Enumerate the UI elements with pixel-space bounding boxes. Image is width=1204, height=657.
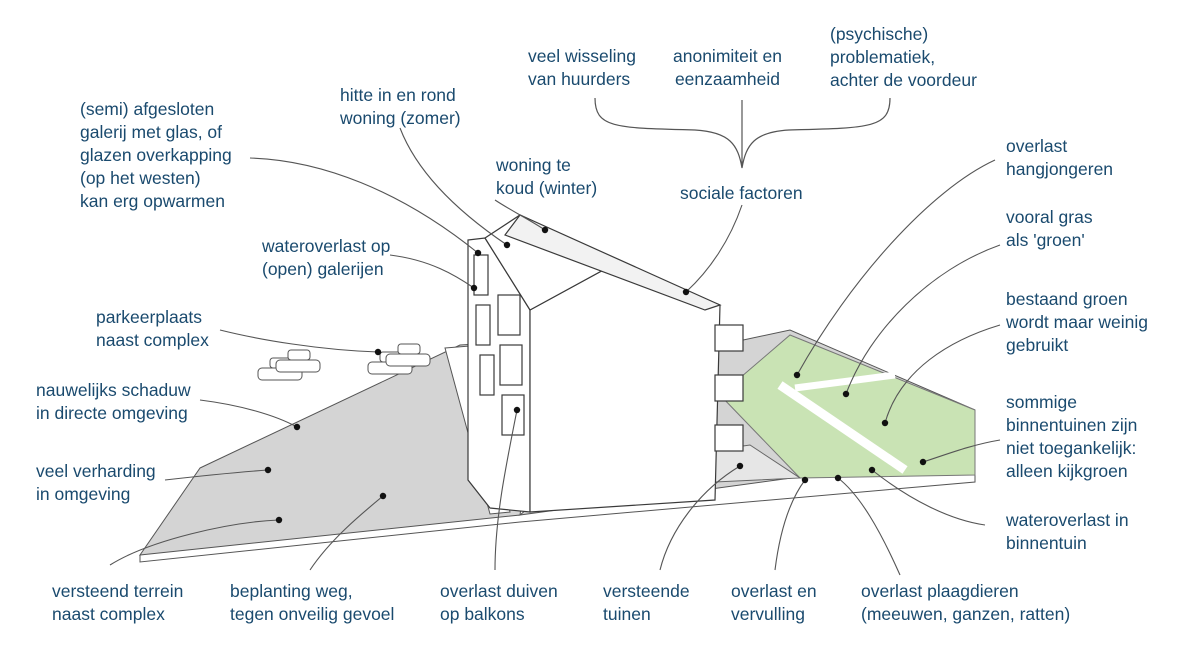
dot-verharding xyxy=(264,466,272,474)
dot-wateroverlast-binnentuin xyxy=(868,466,876,474)
leader-hitte xyxy=(399,127,508,246)
dot-schaduw xyxy=(293,423,301,431)
leader-binnentuinen xyxy=(922,439,1001,463)
label-beplanting: beplanting weg, tegen onveilig gevoel xyxy=(230,581,395,624)
label-koud: woning te koud (winter) xyxy=(496,155,598,198)
leader-beplanting xyxy=(309,495,384,571)
label-parkeer: parkeerplaats naast complex xyxy=(96,307,209,350)
label-gras: vooral gras als 'groen' xyxy=(1006,207,1093,250)
leader-vervuiling xyxy=(774,479,806,571)
parked-cars xyxy=(257,343,431,381)
dot-duiven xyxy=(513,406,521,414)
label-plaagdieren: overlast plaagdieren (meeuwen, ganzen, r… xyxy=(861,581,1071,624)
leader-gras xyxy=(845,244,1001,395)
leader-duiven xyxy=(494,409,518,571)
label-sociale: sociale factoren xyxy=(680,183,803,203)
leader-parkeer xyxy=(219,329,379,353)
garden-path-1 xyxy=(777,381,908,474)
leader-verharding xyxy=(164,469,269,481)
leader-koud xyxy=(494,199,546,231)
ground-edge xyxy=(139,475,976,563)
garden-path-2 xyxy=(794,371,896,392)
building xyxy=(467,214,744,513)
leader-lines xyxy=(109,127,1001,576)
marker-dots xyxy=(264,226,927,524)
label-bestaand-groen: bestaand groen wordt maar weinig gebruik… xyxy=(1006,289,1148,355)
leader-plaagdieren xyxy=(837,477,901,576)
leader-bestaand-groen xyxy=(884,324,1001,424)
dot-parkeer xyxy=(374,348,382,356)
leader-hangjongeren xyxy=(796,159,996,376)
dot-bestaand-groen xyxy=(881,419,889,427)
dot-galerij-glas xyxy=(474,249,482,257)
dot-versteend-terrein xyxy=(275,516,283,524)
dot-vervuiling xyxy=(801,476,809,484)
label-verharding: veel verharding in omgeving xyxy=(36,461,156,504)
dot-sociale xyxy=(682,288,690,296)
leader-schaduw xyxy=(199,399,298,428)
leader-versteende-tuinen xyxy=(659,465,741,571)
leader-sociale xyxy=(685,204,743,293)
leader-versteend-terrein xyxy=(109,519,280,566)
label-psychische: (psychische) problematiek, achter de voo… xyxy=(830,24,977,90)
dot-beplanting xyxy=(379,492,387,500)
label-duiven: overlast duiven op balkons xyxy=(440,581,558,624)
leader-galerij-glas xyxy=(249,157,479,254)
leader-wateroverlast-binnentuin xyxy=(871,469,986,526)
label-galerij-glas: (semi) afgesloten galerij met glas, of g… xyxy=(80,99,232,211)
label-wateroverlast-galerij: wateroverlast op (open) galerijen xyxy=(262,236,391,279)
green-garden xyxy=(719,334,976,479)
dot-versteende-tuinen xyxy=(736,462,744,470)
label-hangjongeren: overlast hangjongeren xyxy=(1006,136,1114,179)
label-hitte: hitte in en rond woning (zomer) xyxy=(340,85,461,128)
dot-gras xyxy=(842,390,850,398)
dot-binnentuinen xyxy=(919,458,927,466)
dot-plaagdieren xyxy=(834,474,842,482)
label-versteende-tuinen: versteende tuinen xyxy=(603,581,690,624)
social-factors-brace xyxy=(594,97,891,169)
dot-koud xyxy=(541,226,549,234)
dot-wateroverlast-galerij xyxy=(470,284,478,292)
label-schaduw: nauwelijks schaduw in directe omgeving xyxy=(36,380,191,423)
leader-wateroverlast-galerij xyxy=(389,254,475,289)
label-versteend-terrein: versteend terrein naast complex xyxy=(52,581,184,624)
label-vervuiling: overlast en vervulling xyxy=(731,581,817,624)
label-binnentuinen: sommige binnentuinen zijn niet toegankel… xyxy=(1006,392,1138,481)
label-wateroverlast-binnentuin: wateroverlast in binnentuin xyxy=(1006,510,1129,553)
label-anonimiteit: anonimiteit en eenzaamheid xyxy=(673,46,782,89)
dot-hangjongeren xyxy=(793,371,801,379)
label-wisseling: veel wisseling van huurders xyxy=(528,46,636,89)
building-roof xyxy=(504,214,722,311)
dot-hitte xyxy=(503,241,511,249)
